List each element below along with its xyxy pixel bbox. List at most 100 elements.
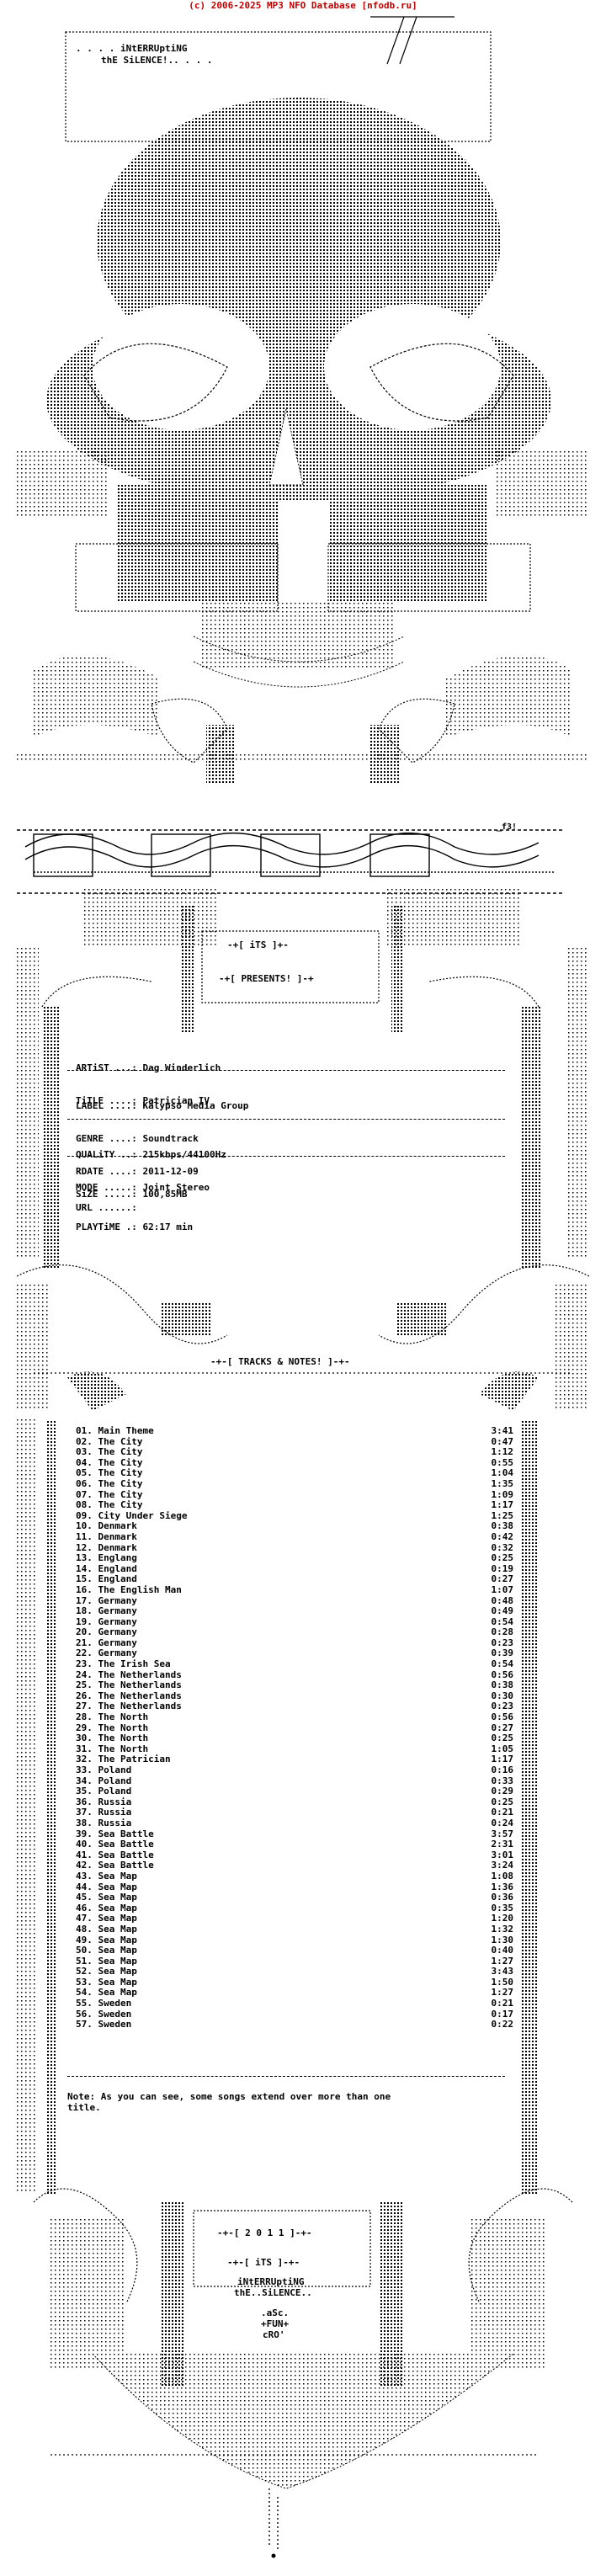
track-number: 35. xyxy=(76,1786,93,1797)
track-title: Sea Map xyxy=(98,1945,137,1956)
track-label: 43. Sea Map xyxy=(76,1871,137,1882)
rdate-row: RDATE ....: 2011-12-09 xyxy=(76,1166,199,1177)
track-title: Russia xyxy=(98,1817,132,1828)
track-duration: 0:54 xyxy=(491,1658,514,1670)
track-number: 34. xyxy=(76,1775,93,1786)
track-title: Denmark xyxy=(98,1530,137,1542)
track-duration: 0:38 xyxy=(491,1679,514,1691)
track-number: 38. xyxy=(76,1817,93,1828)
track-number: 07. xyxy=(76,1488,93,1500)
track-number: 45. xyxy=(76,1892,93,1903)
track-row: 02. The City 0:47 xyxy=(76,1435,514,1448)
track-number: 06. xyxy=(76,1477,93,1489)
track-label: 02. The City xyxy=(76,1436,142,1448)
track-title: Sweden xyxy=(98,2019,132,2030)
track-number: 47. xyxy=(76,1913,93,1924)
track-label: 05. The City xyxy=(76,1468,142,1479)
track-number: 26. xyxy=(76,1690,93,1701)
track-number: 31. xyxy=(76,1743,93,1754)
track-number: 25. xyxy=(76,1679,93,1691)
track-label: 27. The Netherlands xyxy=(76,1701,182,1712)
track-label: 06. The City xyxy=(76,1477,142,1490)
track-number: 21. xyxy=(76,1637,93,1648)
track-duration: 0:55 xyxy=(491,1456,514,1468)
footer-credit-3: cRO' xyxy=(263,2329,285,2340)
track-number: 16. xyxy=(76,1583,93,1595)
track-duration: 1:09 xyxy=(491,1488,514,1500)
track-duration: 0:39 xyxy=(491,1647,514,1659)
track-duration: 3:57 xyxy=(491,1828,514,1839)
track-title: Sea Battle xyxy=(98,1860,154,1871)
group-name-line1: . . . . iNtERRUptiNG xyxy=(76,43,188,54)
track-duration: 0:54 xyxy=(491,1615,514,1627)
footer-line1: iNtERRUptiNG xyxy=(237,2276,305,2287)
track-duration: 1:50 xyxy=(491,1976,514,1988)
track-title: Sea Map xyxy=(98,1987,137,1999)
track-title: The City xyxy=(98,1467,143,1479)
track-title: Poland xyxy=(98,1775,132,1786)
track-number: 05. xyxy=(76,1467,93,1479)
track-label: 31. The North xyxy=(76,1743,148,1755)
track-title: Sea Battle xyxy=(98,1849,154,1860)
nfo-document: . . . . iNtERRUptiNG thE SiLENCE!.. . . … xyxy=(17,13,589,2564)
track-label: 04. The City xyxy=(76,1457,142,1469)
title-row: TiTLE ....: Patrician IV xyxy=(76,1095,210,1106)
track-duration: 0:47 xyxy=(491,1435,514,1447)
footer-credit-2: +FUN+ xyxy=(261,2318,290,2329)
track-label: 01. Main Theme xyxy=(76,1425,154,1437)
track-title: Germany xyxy=(98,1615,137,1627)
track-number: 29. xyxy=(76,1722,93,1733)
track-title: Sweden xyxy=(98,1998,132,2009)
track-number: 09. xyxy=(76,1509,93,1521)
track-number: 03. xyxy=(76,1446,93,1458)
track-label: 54. Sea Map xyxy=(76,1988,137,1999)
track-number: 53. xyxy=(76,1976,93,1988)
tracks-frame xyxy=(17,1419,537,2194)
track-duration: 1:17 xyxy=(491,1754,514,1765)
track-title: Sea Battle xyxy=(98,1828,154,1839)
track-duration: 0:40 xyxy=(491,1945,514,1956)
tracks-divider-art xyxy=(17,1264,589,1411)
track-number: 33. xyxy=(76,1764,93,1775)
track-title: Germany xyxy=(98,1647,137,1659)
footer-year: -+-[ 2 0 1 1 ]-+- xyxy=(217,2227,312,2238)
track-title: Sea Map xyxy=(98,1913,137,1924)
track-number: 39. xyxy=(76,1828,93,1839)
track-duration: 0:28 xyxy=(491,1626,514,1638)
track-number: 56. xyxy=(76,2008,93,2020)
track-duration: 3:24 xyxy=(491,1860,514,1871)
track-number: 37. xyxy=(76,1807,93,1818)
track-label: 39. Sea Battle xyxy=(76,1828,154,1840)
footer-credit-1: .aSc. xyxy=(261,2307,290,2318)
mode-row: MODE .....: Joint Stereo xyxy=(76,1182,210,1193)
track-number: 14. xyxy=(76,1562,93,1574)
footer-art xyxy=(33,2188,573,2558)
track-label: 57. Sweden xyxy=(76,2019,132,2030)
track-duration: 0:21 xyxy=(491,1807,514,1818)
track-title: The Irish Sea xyxy=(98,1658,171,1670)
separator xyxy=(67,1156,505,1157)
track-duration: 3:41 xyxy=(491,1425,514,1436)
